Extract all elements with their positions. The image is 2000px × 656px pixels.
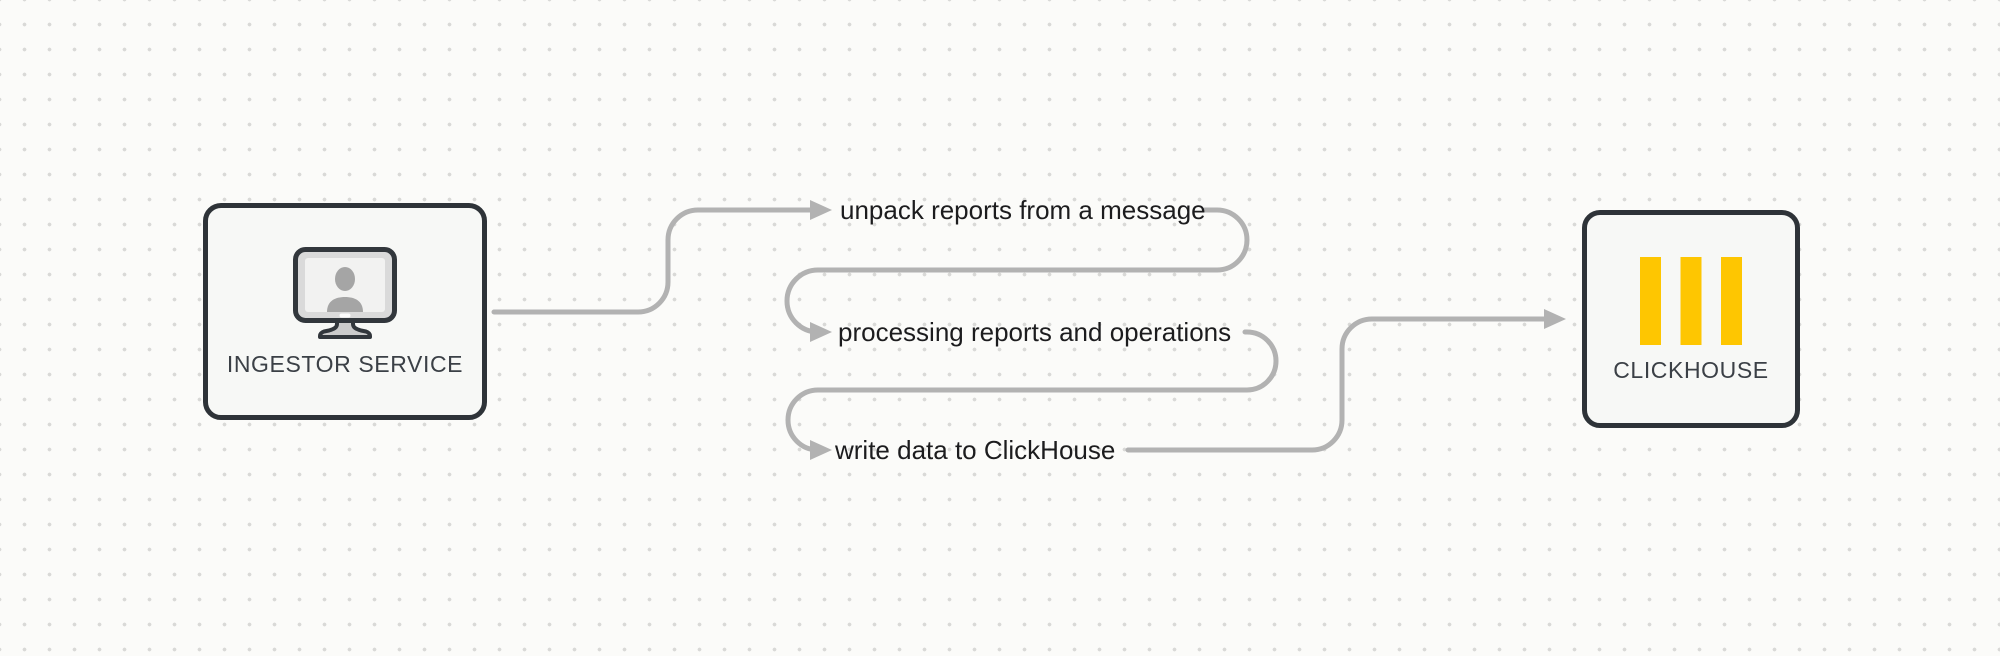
node-label-clickhouse: CLICKHOUSE bbox=[1613, 356, 1769, 383]
connector-line-ingestor-to-step1 bbox=[491, 207, 813, 315]
connector-line-step2-to-step3 bbox=[785, 329, 1279, 453]
node-ingestor-service: INGESTOR SERVICE bbox=[203, 203, 487, 420]
node-clickhouse: CLICKHOUSE bbox=[1582, 210, 1800, 428]
step-label-write-data: write data to ClickHouse bbox=[835, 435, 1116, 465]
arrow-head-icon bbox=[810, 322, 832, 342]
step-label-processing-reports: processing reports and operations bbox=[838, 317, 1232, 347]
connector-line-step1-to-step2 bbox=[784, 207, 1250, 335]
clickhouse-bars-logo-icon bbox=[1640, 256, 1742, 345]
connector-line-step3-to-clickhouse bbox=[1125, 316, 1547, 453]
arrow-head-icon bbox=[1544, 309, 1566, 329]
arrow-head-icon bbox=[810, 200, 832, 220]
step-label-unpack-reports: unpack reports from a message bbox=[840, 195, 1206, 225]
arrow-head-icon bbox=[810, 440, 832, 460]
monitor-user-icon bbox=[293, 247, 397, 339]
node-label-ingestor-service: INGESTOR SERVICE bbox=[226, 351, 464, 377]
